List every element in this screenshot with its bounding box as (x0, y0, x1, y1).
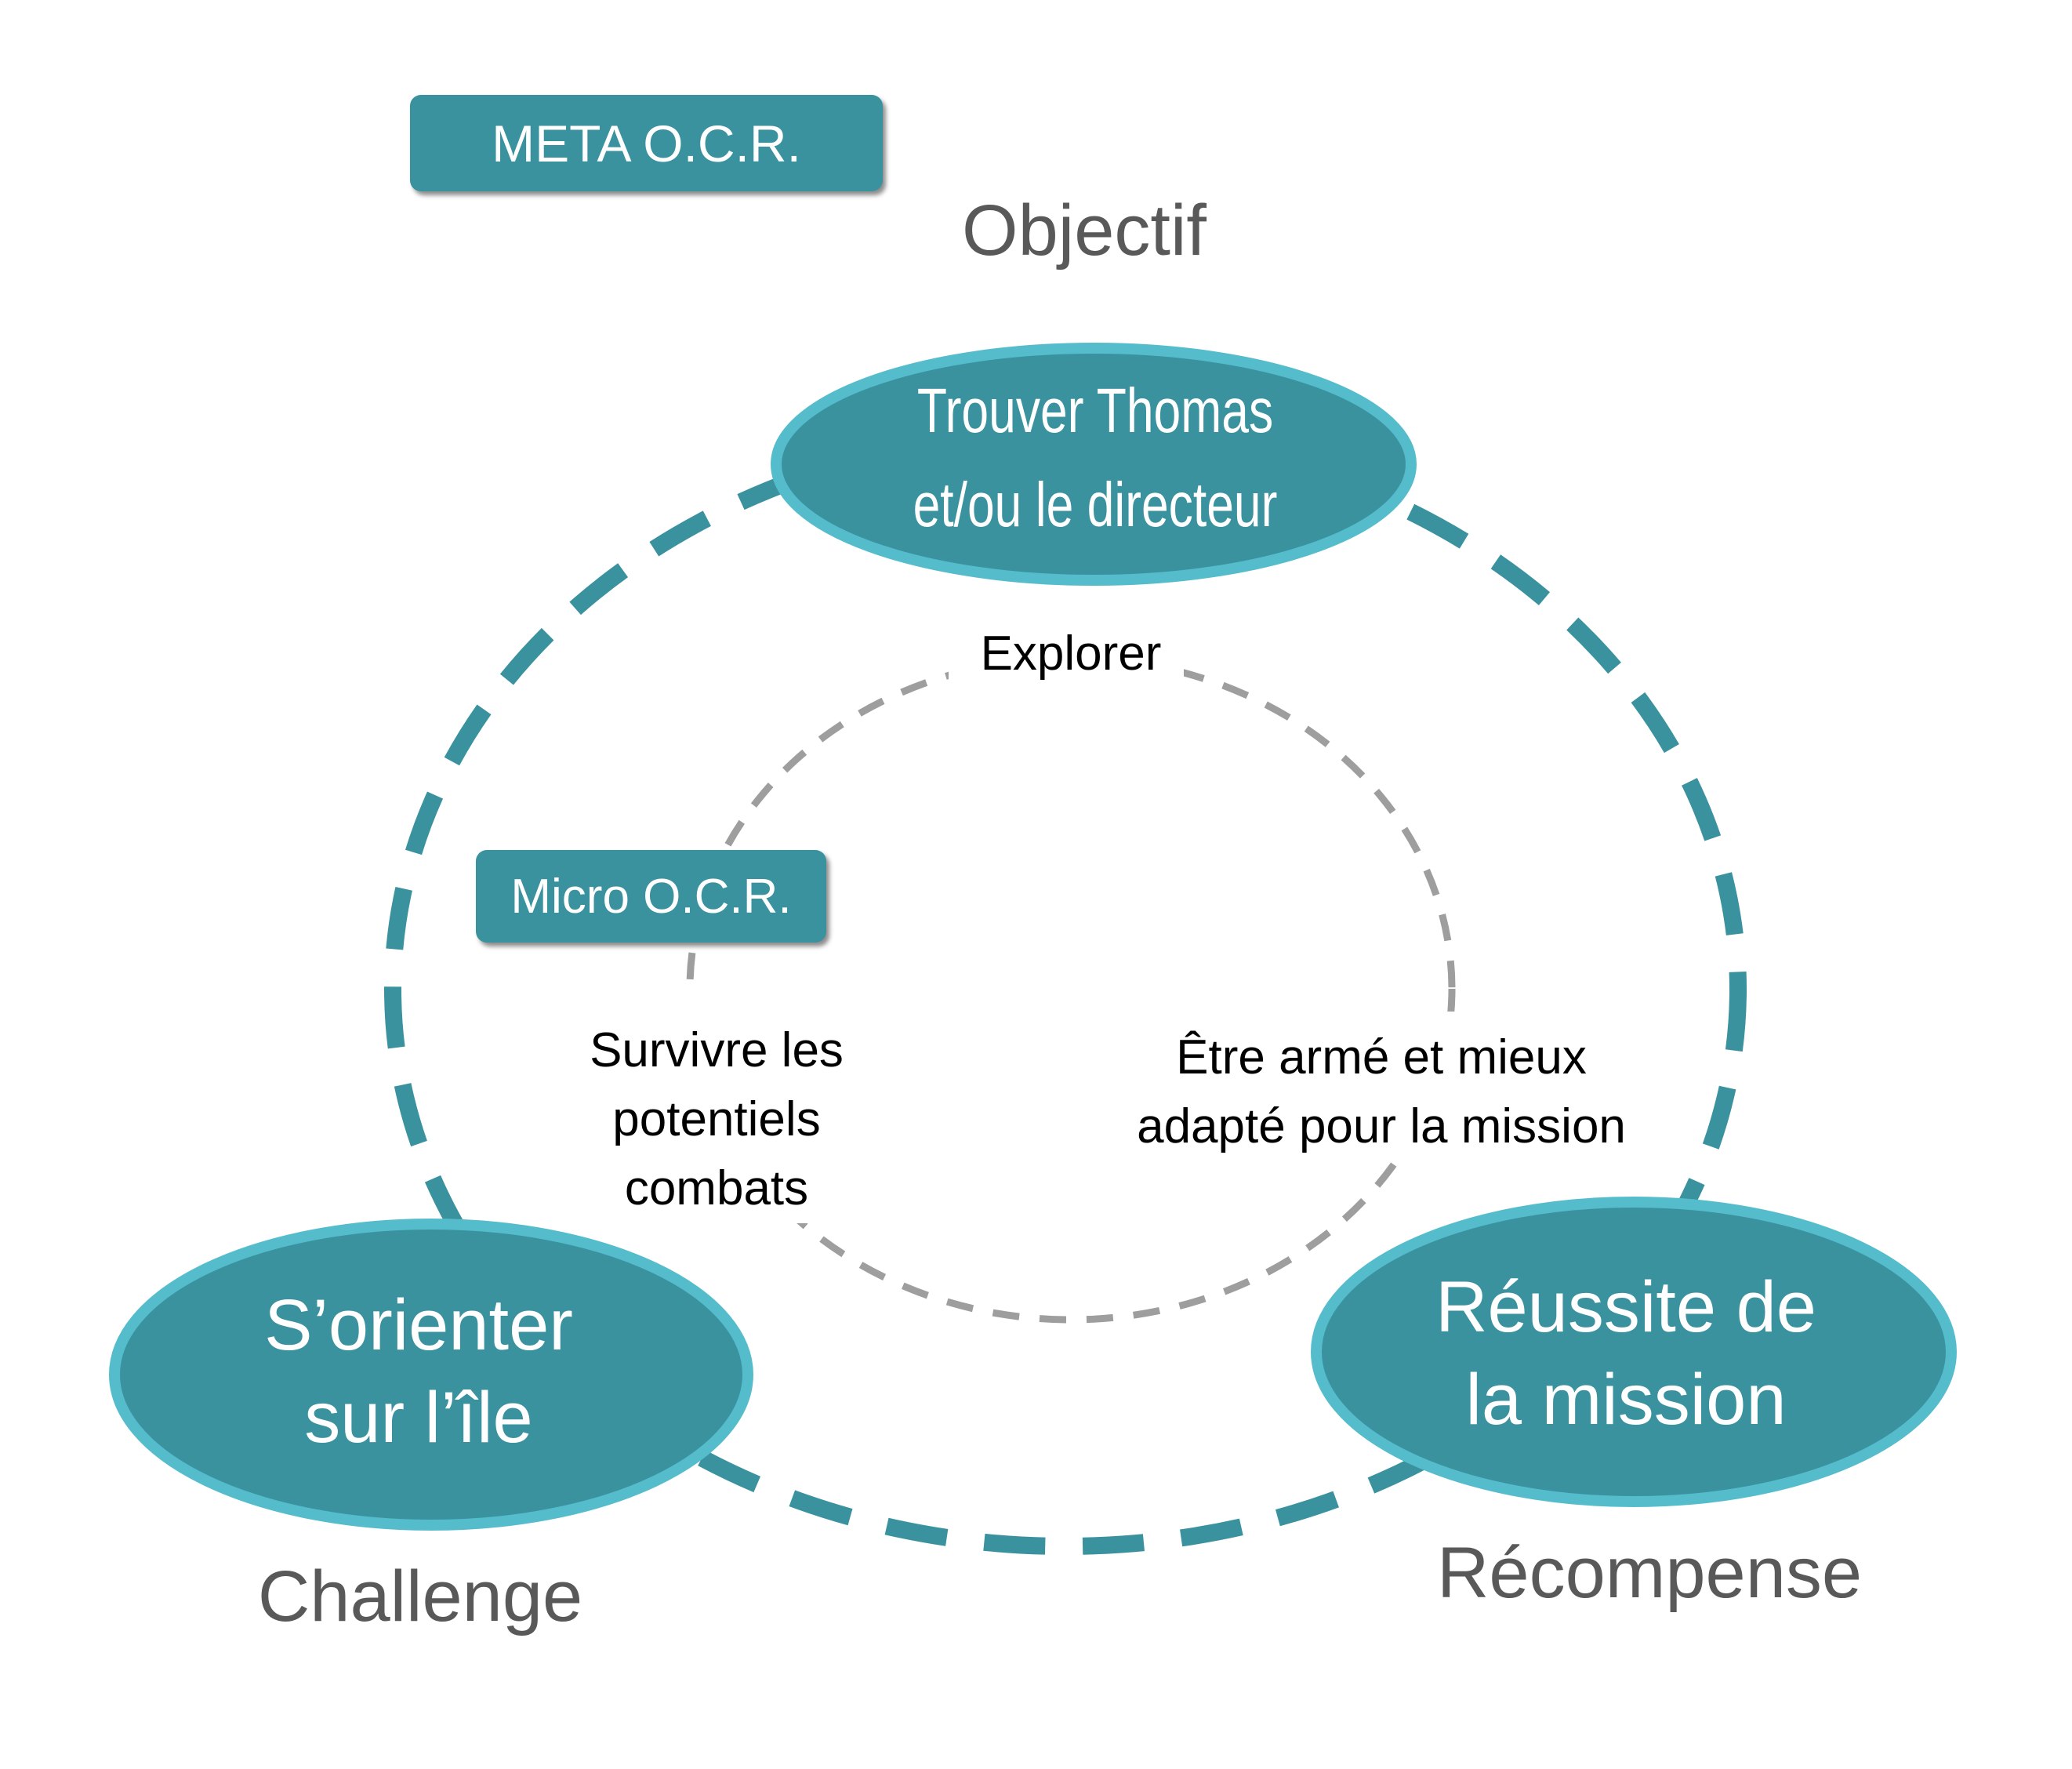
micro-challenge-line-1: Survivre les (590, 1023, 844, 1077)
inner-cycle-dashed-ring (686, 654, 1456, 1324)
objective-line-1: Trouver Thomas (916, 376, 1274, 445)
micro-ocr-badge: Micro O.C.R. (476, 850, 826, 943)
node-objective-ellipse[interactable] (771, 343, 1417, 586)
reward-node-text: Réussite de la mission (1435, 1261, 1816, 1446)
micro-challenge-label: Survivre les potentiels combats (590, 1016, 844, 1223)
objective-line-2: et/ou le directeur (913, 470, 1278, 539)
micro-challenge-line-2: potentiels (612, 1092, 821, 1146)
challenge-line-2: sur l’île (304, 1378, 533, 1458)
micro-reward-label: Être armé et mieux adapté pour la missio… (1137, 1023, 1626, 1161)
micro-ocr-label: Micro O.C.R. (510, 869, 792, 924)
etre-knockout (1090, 1012, 1686, 1161)
challenge-line-1: S’orienter (264, 1285, 573, 1365)
micro-reward-line-2: adapté pour la mission (1137, 1099, 1626, 1153)
reward-line-2: la mission (1465, 1360, 1787, 1440)
objective-category-label: Objectif (962, 191, 1207, 271)
reward-line-1: Réussite de (1435, 1267, 1816, 1347)
meta-ocr-badge: META O.C.R. (410, 95, 883, 191)
node-reward-ellipse[interactable] (1311, 1197, 1957, 1507)
objective-node-text: Trouver Thomas et/ou le directeur (913, 364, 1278, 552)
explorer-knockout (949, 619, 1184, 690)
micro-challenge-line-3: combats (624, 1161, 809, 1215)
node-challenge-ellipse[interactable] (109, 1219, 753, 1531)
micro-objective-label: Explorer (980, 627, 1162, 681)
survivre-knockout (549, 996, 878, 1223)
micro-reward-line-1: Être armé et mieux (1176, 1030, 1587, 1084)
meta-ocr-label: META O.C.R. (492, 114, 801, 173)
reward-category-label: Récompense (1436, 1533, 1863, 1613)
challenge-node-text: S’orienter sur l’île (264, 1279, 573, 1464)
challenge-category-label: Challenge (257, 1557, 583, 1636)
